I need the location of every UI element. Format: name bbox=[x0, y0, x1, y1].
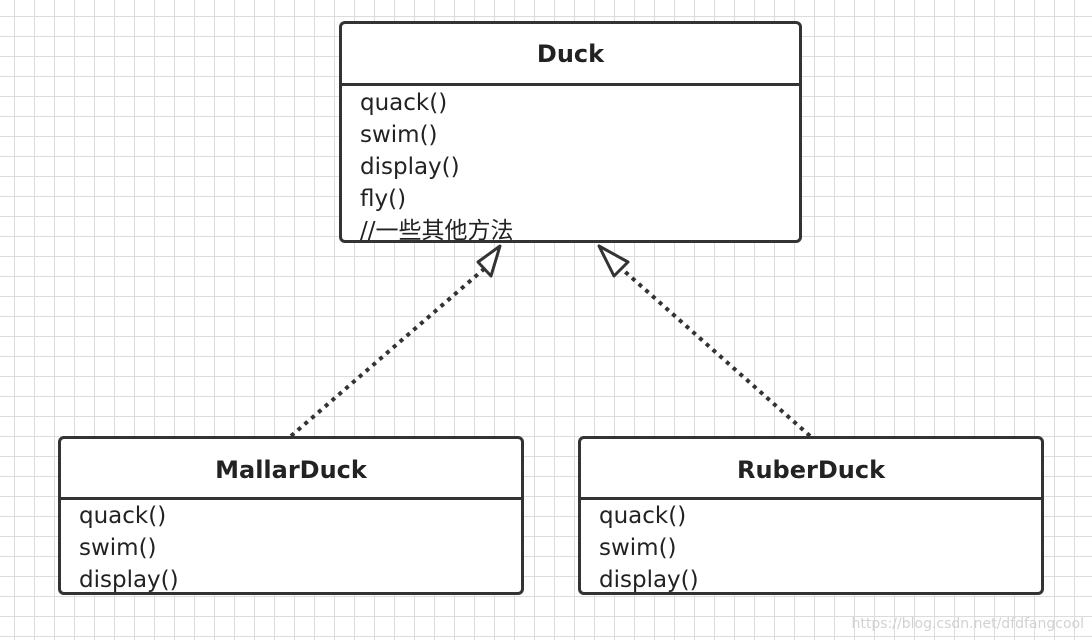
watermark: https://blog.csdn.net/dfdfangcool bbox=[851, 616, 1084, 632]
method-item: quack() bbox=[79, 503, 167, 529]
dotted-line-mallard bbox=[289, 267, 486, 438]
class-duck-methods: quack() swim() display() fly() //一些其他方法 bbox=[342, 86, 799, 247]
realization-ruber-to-duck bbox=[597, 244, 812, 438]
class-ruberduck-name: RuberDuck bbox=[581, 439, 1041, 500]
method-item: quack() bbox=[599, 503, 687, 529]
method-item: fly() bbox=[360, 186, 407, 212]
method-item: display() bbox=[360, 154, 460, 180]
method-item: swim() bbox=[360, 122, 438, 148]
method-item: display() bbox=[79, 567, 179, 593]
dotted-line-ruber bbox=[620, 267, 812, 438]
hollow-arrowhead-ruber bbox=[597, 244, 630, 278]
method-item: //一些其他方法 bbox=[360, 218, 514, 244]
class-ruberduck-methods: quack() swim() display() bbox=[581, 500, 1041, 596]
method-item: quack() bbox=[360, 90, 448, 116]
class-duck-name: Duck bbox=[342, 24, 799, 86]
class-mallarduck[interactable]: MallarDuck quack() swim() display() bbox=[58, 436, 524, 595]
method-item: display() bbox=[599, 567, 699, 593]
class-mallarduck-name: MallarDuck bbox=[61, 439, 521, 500]
method-item: swim() bbox=[79, 535, 157, 561]
class-ruberduck[interactable]: RuberDuck quack() swim() display() bbox=[578, 436, 1044, 595]
class-duck[interactable]: Duck quack() swim() display() fly() //一些… bbox=[339, 21, 802, 244]
method-item: swim() bbox=[599, 535, 677, 561]
realization-mallard-to-duck bbox=[289, 244, 502, 438]
class-mallarduck-methods: quack() swim() display() bbox=[61, 500, 521, 596]
hollow-arrowhead-mallard bbox=[476, 244, 502, 278]
